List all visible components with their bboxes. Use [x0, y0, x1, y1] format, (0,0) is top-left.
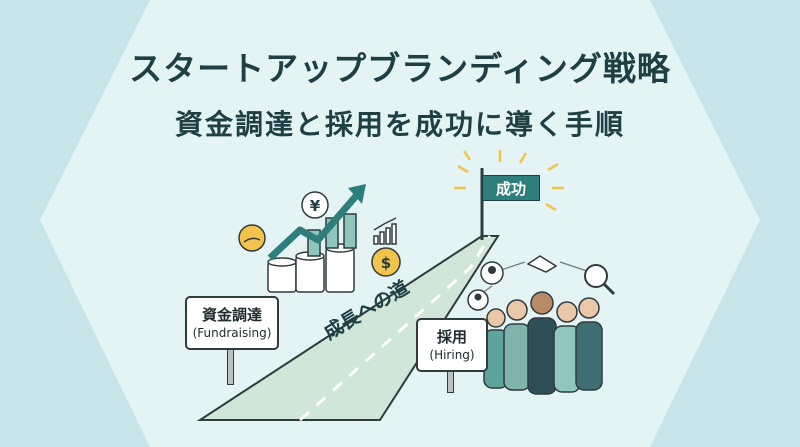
coin-stack: [267, 257, 297, 293]
fundraising-sign: 資金調達 (Fundraising): [185, 296, 279, 350]
team-group: [483, 291, 603, 395]
fundraising-sign-post: [227, 349, 234, 385]
road: [196, 235, 500, 421]
hiring-sign: 採用 (Hiring): [416, 318, 488, 372]
magnifier-icon: [584, 264, 608, 288]
growth-arrow: [267, 193, 359, 261]
page-title: スタートアップブランディング戦略: [129, 49, 671, 88]
road-center-line: [299, 235, 492, 422]
success-flag: 成功: [482, 175, 540, 201]
mini-chart-icon: [373, 217, 397, 245]
hiring-sign-label: 採用: [436, 328, 467, 346]
hiring-sign-post: [447, 371, 454, 393]
handshake-icon: [526, 255, 558, 273]
team-member: [527, 291, 557, 395]
team-member: [503, 299, 531, 391]
yen-symbol: ¥: [310, 197, 321, 215]
bg-right-panel: [650, 0, 800, 447]
dollar-symbol: $: [381, 254, 391, 272]
fundraising-sign-label: 資金調達: [201, 306, 262, 324]
team-member: [553, 301, 581, 393]
fundraising-sign-english: (Fundraising): [192, 326, 272, 340]
team-member: [575, 297, 603, 391]
hiring-sign-english: (Hiring): [429, 348, 475, 362]
yen-coin-icon: [301, 191, 329, 219]
coin-stack: [325, 243, 355, 293]
success-burst: [454, 150, 564, 212]
bg-left-panel: [0, 0, 150, 447]
dollar-coin-icon: [371, 247, 401, 277]
coin-stack: [295, 251, 325, 293]
page-subtitle: 資金調達と採用を成功に導く手順: [174, 108, 625, 141]
growth-arrow-head: [348, 184, 366, 204]
